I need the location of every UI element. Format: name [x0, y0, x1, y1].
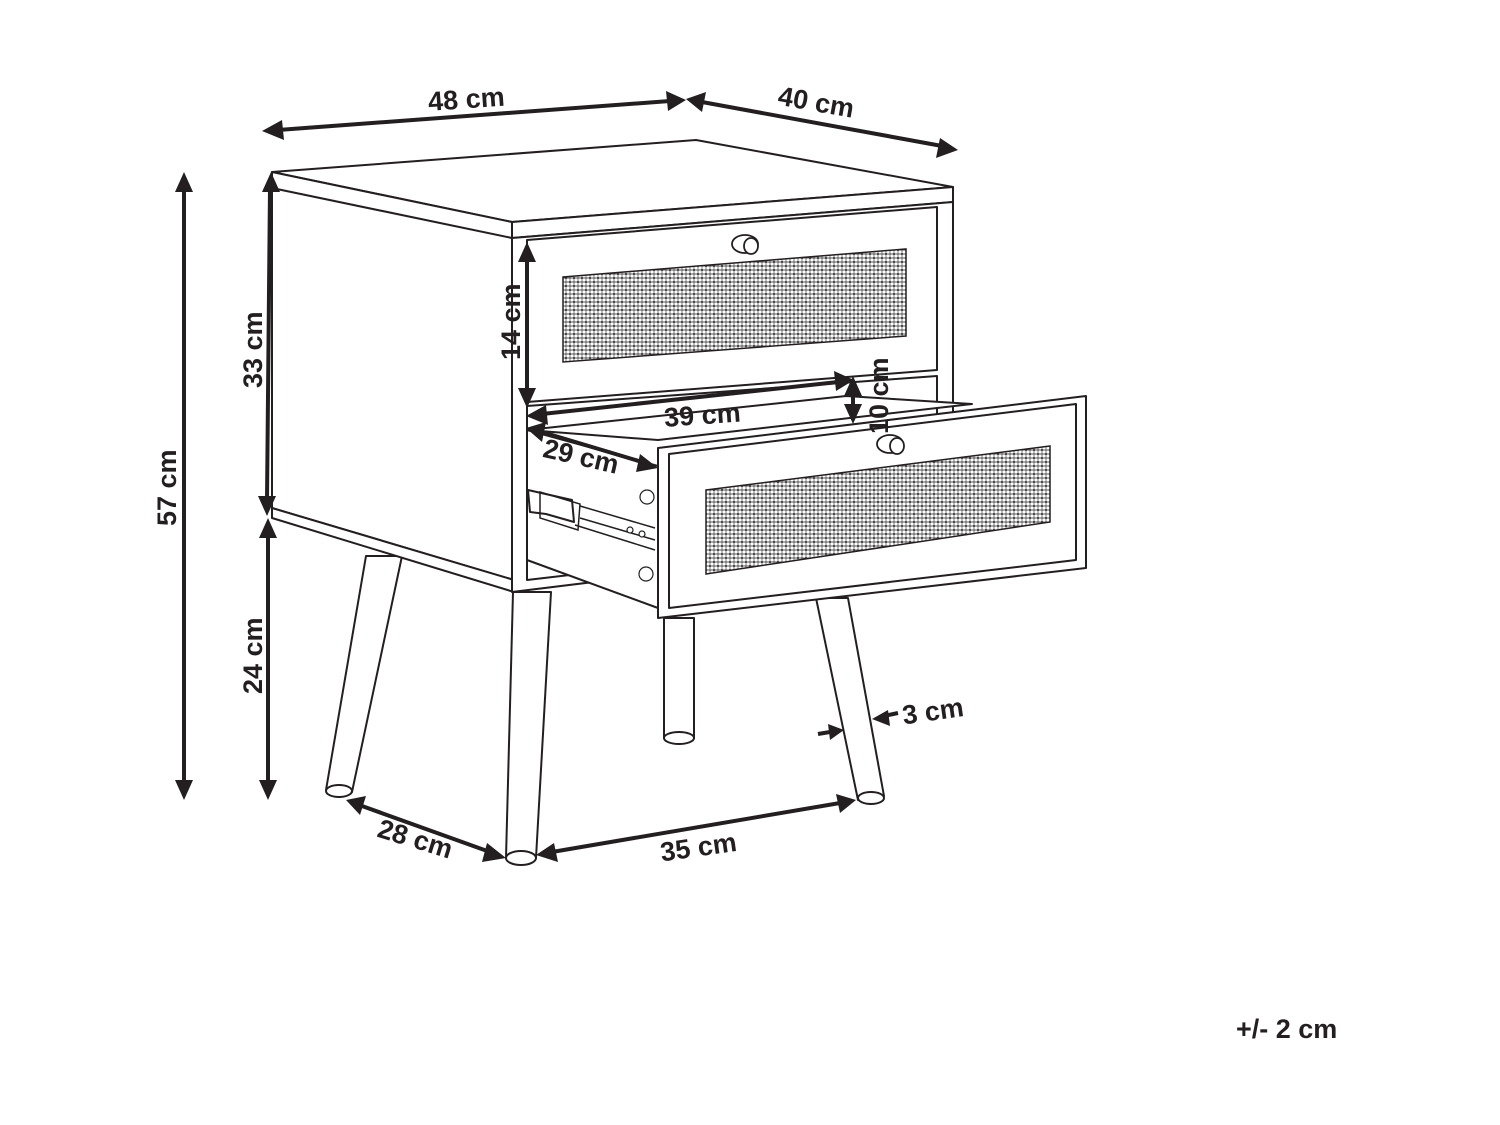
leg-spacing-width-dimension-line [551, 801, 841, 854]
leg-front-left [505, 591, 552, 866]
leg-front-right [663, 617, 695, 745]
leg-height-label: 24 cm [238, 617, 268, 694]
leg-diameter-dimension-line-left [817, 730, 831, 736]
leg-back-left [325, 555, 403, 798]
overall-width-label: 48 cm [427, 82, 505, 117]
drawer-inner-height-label: 10 cm [864, 357, 894, 434]
body-height-dimension-line [265, 187, 272, 501]
width-dimension-line [277, 99, 671, 132]
screw-icon [638, 566, 654, 582]
leg-spacing-depth-label: 28 cm [374, 813, 456, 864]
body-height-label: 33 cm [238, 311, 268, 388]
drawer-top-cane-panel [562, 248, 907, 363]
drawer-top [526, 206, 938, 403]
screw-icon [639, 489, 655, 505]
tolerance-note: +/- 2 cm [1236, 1014, 1337, 1044]
cabinet-side-panel [271, 175, 515, 593]
depth-dimension-line [701, 100, 943, 148]
drawer-slide-rail [527, 489, 656, 551]
overall-height-label: 57 cm [152, 449, 182, 526]
drawer-front-height-label: 14 cm [496, 283, 526, 360]
drawer-bottom-front [657, 395, 1087, 619]
dimension-labels: 48 cm 40 cm 57 cm 33 cm 24 cm 14 cm 39 c… [152, 81, 1337, 1044]
leg-back-right [815, 597, 885, 805]
leg-diameter-label: 3 cm [900, 692, 965, 730]
drawer-bottom-cane-panel [705, 445, 1051, 575]
leg-spacing-depth-dimension-line [361, 804, 491, 854]
cabinet-top [271, 139, 954, 239]
drawer-inner-width-dimension-line [541, 380, 839, 416]
drawer-inner-depth-dimension-line [541, 430, 643, 464]
dimension-lines [175, 91, 958, 862]
drawer-inner-width-label: 39 cm [663, 398, 741, 433]
nightstand-illustration [271, 139, 1087, 866]
